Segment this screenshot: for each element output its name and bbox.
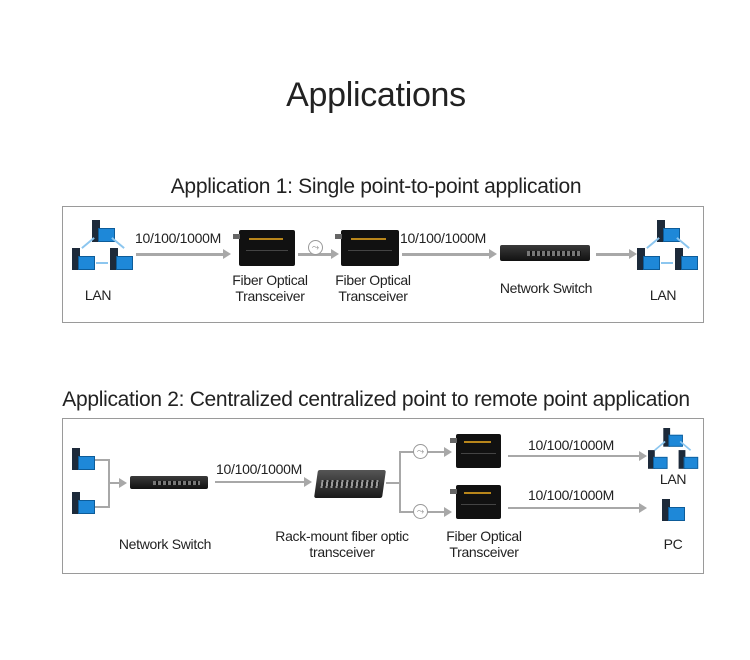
switch-label: Network Switch <box>118 536 212 552</box>
speed-top-label: 10/100/1000M <box>528 437 614 453</box>
fiber-cable-icon: ⤳ <box>413 444 428 459</box>
pc-icon <box>72 492 95 514</box>
lan-label: LAN <box>659 471 687 487</box>
pc-icon <box>662 499 685 521</box>
rack-label-line1: Rack-mount fiber optic <box>275 528 409 544</box>
fiber-transceiver-icon <box>450 434 501 468</box>
page-title: Applications <box>286 76 466 114</box>
app1-box <box>62 206 704 323</box>
lan-right-label: LAN <box>649 287 677 303</box>
transceiver-2-label-line1: Fiber Optical <box>335 272 411 288</box>
speed-label: 10/100/1000M <box>135 230 221 246</box>
fiber-transceiver-icon <box>335 230 399 266</box>
speed-label: 10/100/1000M <box>400 230 486 246</box>
fiber-transceiver-icon <box>450 485 501 519</box>
pc-icon <box>72 448 95 470</box>
app2-heading: Application 2: Centralized centralized p… <box>62 388 690 411</box>
fiber-cable-icon: ⤳ <box>413 504 428 519</box>
network-switch-icon <box>130 476 208 489</box>
lan-icon <box>637 220 699 272</box>
rack-label-line2: transceiver <box>309 544 375 560</box>
speed-label: 10/100/1000M <box>216 461 302 477</box>
transceiver-1-label-line1: Fiber Optical <box>232 272 308 288</box>
arrow <box>136 249 231 259</box>
pc-label: PC <box>663 536 683 552</box>
transceiver-1-label-line2: Transceiver <box>235 288 305 304</box>
lan-icon <box>648 428 699 469</box>
app1-heading: Application 1: Single point-to-point app… <box>170 175 582 198</box>
transceiver-label-line2: Transceiver <box>449 544 519 560</box>
switch-label: Network Switch <box>499 280 593 296</box>
lan-left-label: LAN <box>84 287 112 303</box>
fiber-transceiver-icon <box>233 230 295 266</box>
fiber-cable-icon: ⤳ <box>308 240 323 255</box>
transceiver-2-label-line2: Transceiver <box>338 288 408 304</box>
rack-transceiver-icon <box>314 470 386 498</box>
speed-bottom-label: 10/100/1000M <box>528 487 614 503</box>
transceiver-label-line1: Fiber Optical <box>446 528 522 544</box>
lan-icon <box>72 220 134 272</box>
arrow <box>508 503 647 513</box>
arrow <box>596 249 637 259</box>
arrow <box>215 477 312 487</box>
arrow <box>508 451 647 461</box>
network-switch-icon <box>500 245 590 261</box>
arrow <box>402 249 497 259</box>
app2-box <box>62 418 704 574</box>
arrow <box>108 478 127 488</box>
